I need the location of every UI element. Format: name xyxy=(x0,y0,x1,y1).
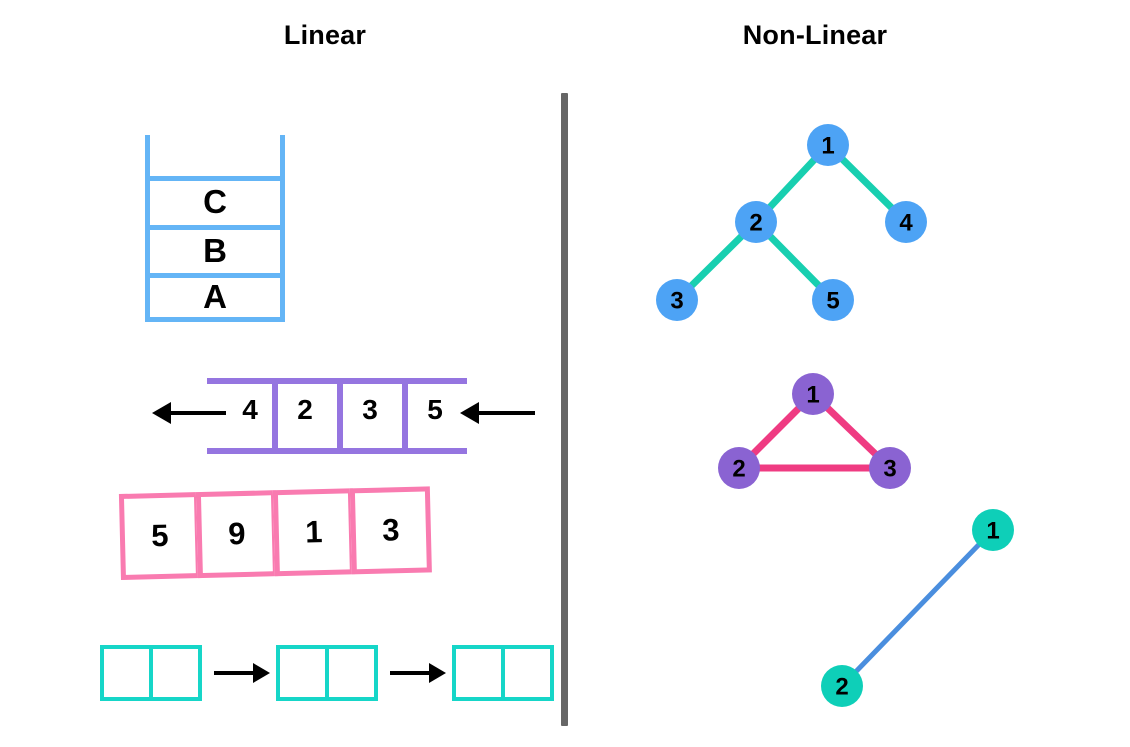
section-title-linear: Linear xyxy=(283,20,367,50)
queue-cell-3: 5 xyxy=(427,394,443,425)
graph-node-1 xyxy=(792,373,834,415)
linked-list-arrow-line-1 xyxy=(390,671,430,675)
tree-node-3 xyxy=(656,279,698,321)
tree-node-label-5: 5 xyxy=(826,288,839,315)
tree-node-label-1: 1 xyxy=(821,133,834,160)
single-edge-edge-1-2 xyxy=(839,527,996,689)
stack-cell-c: C xyxy=(203,183,227,220)
graph-node-3 xyxy=(869,447,911,489)
graph-node-label-1: 1 xyxy=(806,382,819,409)
tree-nodes-group: 1 2 4 3 5 xyxy=(656,124,927,321)
linked-list-node-1-data xyxy=(276,645,329,701)
single-edge-node-1 xyxy=(972,509,1014,551)
stack-divider-3 xyxy=(145,273,285,278)
queue-cell-0: 4 xyxy=(242,394,258,425)
linked-list-arrow-head-0 xyxy=(253,663,270,683)
linked-list-arrow-line-0 xyxy=(214,671,254,675)
graph-node-label-2: 2 xyxy=(732,456,745,483)
linked-list-node-0 xyxy=(100,645,202,701)
single-edge-node-2 xyxy=(821,665,863,707)
vertical-divider xyxy=(561,93,568,726)
graph-nodes-group: 1 2 3 xyxy=(718,373,911,489)
queue-diagram: 4 2 3 5 xyxy=(140,370,540,465)
queue-separator-2 xyxy=(337,378,343,454)
tree-node-label-2: 2 xyxy=(749,210,762,237)
graph-node-label-3: 3 xyxy=(883,456,896,483)
stack-base xyxy=(145,317,285,322)
stack-cell-a: A xyxy=(203,278,227,315)
tree-node-label-3: 3 xyxy=(670,288,683,315)
queue-cell-1: 2 xyxy=(297,394,313,425)
single-edge-node-label-2: 2 xyxy=(835,674,848,701)
tree-node-5 xyxy=(812,279,854,321)
graph-node-2 xyxy=(718,447,760,489)
stack-cell-b: B xyxy=(203,232,227,269)
tree-node-2 xyxy=(735,201,777,243)
queue-separator-1 xyxy=(272,378,278,454)
queue-dequeue-arrow-line xyxy=(171,411,226,415)
section-title-nonlinear: Non-Linear xyxy=(742,20,888,50)
linked-list-node-0-next xyxy=(149,645,202,701)
stack-divider-2 xyxy=(145,225,285,230)
edge-edges-group xyxy=(839,527,996,689)
tree-node-4 xyxy=(885,201,927,243)
queue-enqueue-arrow-head xyxy=(460,402,479,424)
queue-enqueue-arrow-line xyxy=(479,411,535,415)
stack-divider-1 xyxy=(145,176,285,181)
edge-nodes-group: 12 xyxy=(821,509,1014,707)
linked-list-node-2-next xyxy=(501,645,554,701)
linked-list-node-1 xyxy=(276,645,378,701)
tree-edges-group xyxy=(673,141,910,304)
tree-node-1 xyxy=(807,124,849,166)
linked-list-node-1-next xyxy=(325,645,378,701)
queue-separator-3 xyxy=(402,378,408,454)
stack-diagram: C B A xyxy=(145,135,285,322)
single-edge-node-label-1: 1 xyxy=(986,518,999,545)
linked-list-diagram xyxy=(100,645,554,705)
linked-list-node-2 xyxy=(452,645,554,701)
linked-list-node-0-data xyxy=(100,645,153,701)
queue-dequeue-arrow-head xyxy=(152,402,171,424)
queue-cell-2: 3 xyxy=(362,394,378,425)
linked-list-arrow-head-1 xyxy=(429,663,446,683)
tree-node-label-4: 4 xyxy=(899,210,913,237)
